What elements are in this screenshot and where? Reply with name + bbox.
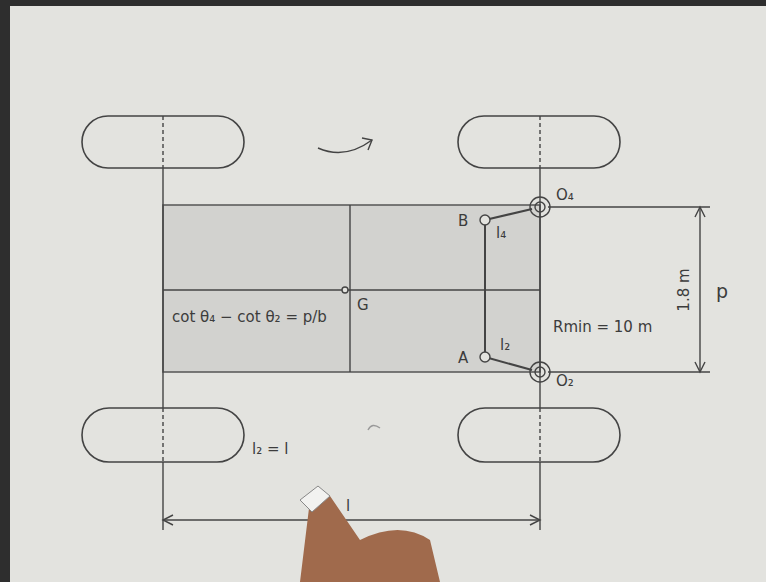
- kingpin: [535, 202, 545, 212]
- diagram-label: O₄: [556, 186, 574, 204]
- wheel: [82, 116, 244, 168]
- hand: [300, 493, 440, 582]
- dimension-line: [699, 207, 700, 372]
- dimension-arrow: [163, 515, 540, 525]
- paper: [10, 6, 766, 582]
- rotation-arrow: [362, 138, 372, 150]
- rotation-arrow: [318, 140, 372, 153]
- tie-rod: [484, 220, 486, 357]
- kingpin: [535, 367, 545, 377]
- axle-line: [162, 408, 163, 462]
- diagram-label: cot θ₄ − cot θ₂ = p/b: [172, 308, 332, 326]
- axle-line: [539, 408, 540, 462]
- joint: [480, 352, 490, 362]
- dimension-line: [163, 519, 540, 520]
- steering-arm: [485, 357, 532, 370]
- diagram-label: 1.8 m: [675, 268, 693, 311]
- wheel: [458, 408, 620, 462]
- diagram-label: l: [346, 497, 350, 515]
- dimension-arrow: [695, 207, 705, 372]
- scribble: [368, 425, 380, 430]
- extension-line: [548, 206, 710, 207]
- diagram-label: A: [458, 349, 468, 367]
- diagram-label: l₂ = l: [252, 440, 288, 458]
- diagram-label: p: [716, 280, 728, 303]
- axle-line: [539, 168, 540, 408]
- axle-line: [162, 116, 163, 168]
- center-line: [349, 205, 350, 372]
- diagram-label: B: [458, 212, 468, 230]
- chassis: [163, 205, 540, 372]
- diagram-label: Rmin = 10 m: [553, 318, 652, 336]
- center-line: [163, 289, 540, 290]
- cg-dot: [342, 287, 348, 293]
- axle-line: [539, 116, 540, 168]
- wheel: [82, 408, 244, 462]
- joint: [480, 215, 490, 225]
- diagram-label: G: [357, 296, 369, 314]
- axle-line: [162, 168, 163, 408]
- diagram-label: l₂: [500, 336, 510, 354]
- marker: [300, 486, 330, 512]
- diagram-label: l₄: [496, 224, 506, 242]
- steering-arm: [485, 209, 532, 220]
- wheel: [458, 116, 620, 168]
- kingpin: [530, 362, 550, 382]
- diagram-label: O₂: [556, 372, 574, 390]
- kingpin: [530, 197, 550, 217]
